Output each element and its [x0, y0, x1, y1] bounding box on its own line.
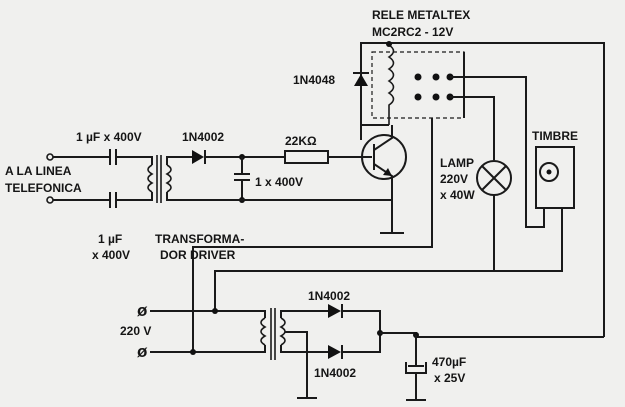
lamp-label-2: 220V	[440, 172, 468, 186]
relay-coil	[387, 44, 395, 125]
mains-terminal-top: ø	[137, 301, 148, 320]
cap-filter-label: 1 x 400V	[255, 175, 303, 189]
relay-diode-label: 1N4048	[293, 73, 335, 87]
power-transformer-primary	[260, 317, 267, 346]
diode-icon	[354, 74, 368, 86]
relay-title: RELE METALTEX	[372, 8, 470, 22]
transformer-label-2: DOR DRIVER	[160, 248, 236, 262]
terminal-icon	[46, 153, 54, 161]
diode-rect-top-label: 1N4002	[308, 289, 350, 303]
diode-icon	[192, 150, 204, 164]
transformer-label-1: TRANSFORMA-	[155, 232, 244, 246]
terminal-icon	[46, 196, 54, 204]
diode-signal-label: 1N4002	[182, 130, 224, 144]
cap-top-label: 1 µF x 400V	[76, 130, 142, 144]
mains-label: 220 V	[120, 324, 151, 338]
lamp-label-1: LAMP	[440, 156, 474, 170]
relay-model: MC2RC2 - 12V	[372, 25, 453, 39]
cap-bottom-value: 1 µF	[98, 232, 122, 246]
lamp-label-3: x 40W	[440, 188, 475, 202]
input-label-1: A LA LINEA	[5, 164, 72, 178]
cap-bottom-voltage: x 400V	[92, 248, 130, 262]
lamp	[476, 160, 512, 271]
input-label-2: TELEFONICA	[5, 181, 82, 195]
diode-icon	[328, 304, 341, 318]
bell-label: TIMBRE	[532, 129, 578, 143]
power-transformer-secondary	[279, 317, 286, 346]
diode-icon	[328, 345, 341, 359]
transformer-primary	[147, 164, 154, 193]
diode-rect-bottom-label: 1N4002	[314, 366, 356, 380]
mains-terminal-bottom: ø	[137, 342, 148, 361]
cap-electrolytic-voltage: x 25V	[434, 371, 465, 385]
bell	[214, 146, 575, 311]
transformer-secondary	[165, 164, 172, 193]
relay	[192, 41, 605, 352]
transistor	[361, 125, 407, 234]
relay-contacts	[414, 73, 454, 101]
resistor	[284, 150, 329, 164]
cap-electrolytic-value: 470µF	[432, 355, 466, 369]
resistor-label: 22KΩ	[285, 134, 317, 148]
